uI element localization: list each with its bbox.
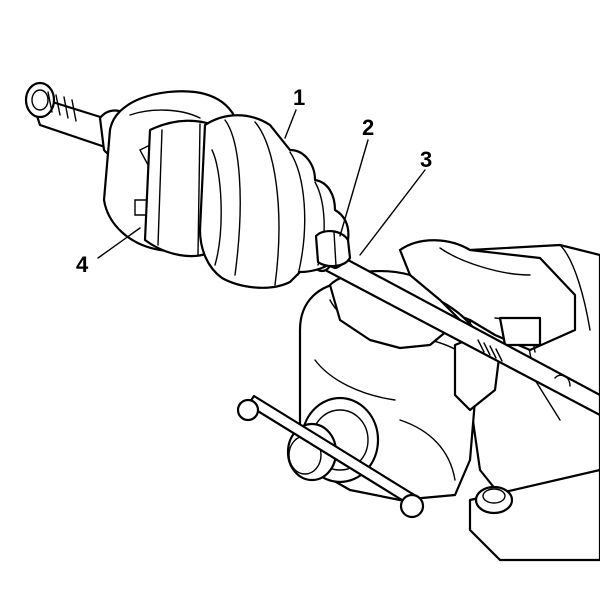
vise-handle: [236, 394, 425, 519]
callout-1-boot: 1: [293, 85, 305, 110]
leader-lines: [97, 109, 426, 259]
small-boot-clamp: [314, 230, 352, 268]
callout-2-small-clamp: 2: [362, 115, 374, 140]
callout-3-shaft: 3: [420, 147, 432, 172]
callout-4-large-clamp: 4: [76, 252, 89, 277]
bench-vise: [236, 239, 600, 562]
base-bolt: [474, 485, 514, 515]
cv-boot: [198, 114, 350, 289]
